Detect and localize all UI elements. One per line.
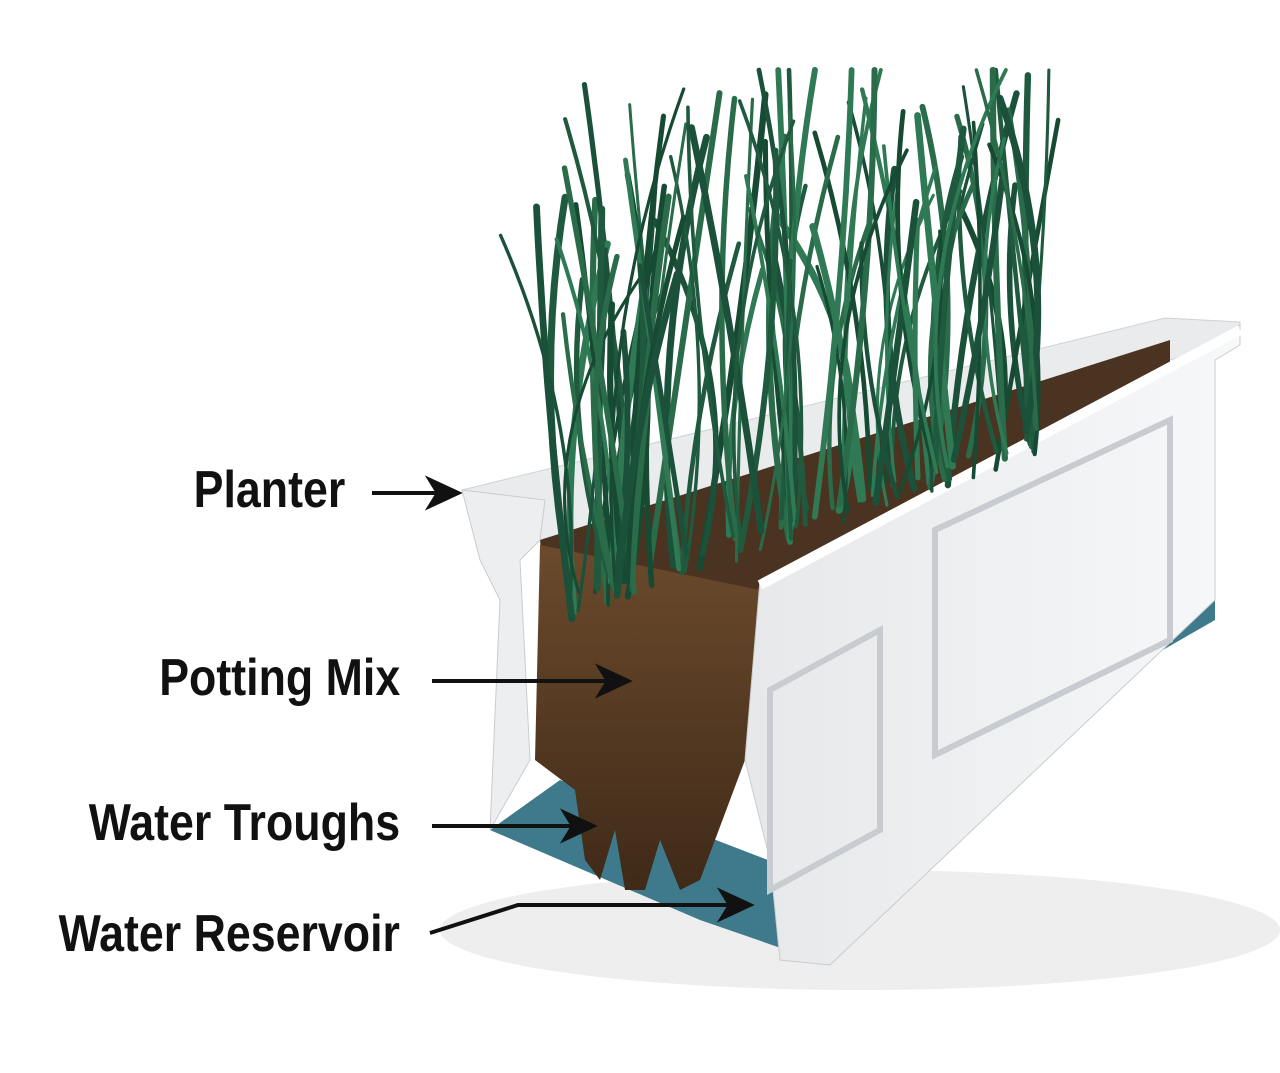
- grass-blade: [744, 174, 798, 527]
- arrows: [372, 475, 755, 935]
- front-panel-large: [932, 415, 1173, 760]
- grass-blade: [732, 119, 796, 545]
- left-wall-profile: [461, 489, 546, 831]
- grass-blade: [931, 125, 967, 472]
- front-panel-small: [767, 624, 883, 896]
- water-troughs-arrowhead: [559, 808, 598, 844]
- grass-blade: [950, 175, 1006, 463]
- water-reservoir-arrow: [429, 903, 732, 935]
- grass-blade: [533, 203, 576, 623]
- grass-blade: [498, 233, 574, 607]
- grass-blade: [737, 99, 804, 529]
- grass-blade: [637, 263, 689, 557]
- water-reservoir-arrowhead: [716, 887, 755, 923]
- grass-blade: [971, 120, 982, 480]
- grass-blade: [837, 148, 909, 514]
- grass-blade: [784, 258, 793, 541]
- grass-blade: [859, 241, 900, 499]
- grass-blade: [974, 68, 1039, 431]
- grass-blade: [870, 165, 938, 497]
- grass-blade: [884, 177, 901, 483]
- grass-blade: [933, 68, 1008, 469]
- grass-blade: [669, 154, 701, 574]
- grass-blade: [836, 67, 878, 508]
- grass: [498, 66, 1061, 623]
- potting-mix: [535, 545, 760, 890]
- grass-blade: [719, 95, 739, 542]
- grass-blade: [688, 124, 765, 535]
- label-potting-mix: Potting Mix: [159, 649, 400, 707]
- grass-blade: [758, 109, 797, 552]
- label-water-reservoir: Water Reservoir: [58, 905, 400, 963]
- grass-blade: [914, 112, 956, 470]
- label-water-troughs: Water Troughs: [88, 794, 400, 852]
- grass-blade: [872, 198, 920, 506]
- planter-arrowhead: [424, 475, 463, 511]
- label-planter: Planter: [193, 461, 345, 519]
- grass-blade: [841, 96, 868, 503]
- grass-blade: [989, 66, 1008, 462]
- grass-blade: [663, 133, 710, 570]
- grass-blade: [737, 147, 780, 554]
- grass-blade: [686, 105, 735, 538]
- grass-blade: [609, 87, 686, 595]
- potting-mix-arrowhead: [594, 663, 633, 699]
- grass-blade: [592, 253, 620, 595]
- grass-blade: [613, 270, 681, 599]
- grass-blade: [652, 218, 719, 557]
- grass-blade: [647, 90, 723, 566]
- grass-blade: [811, 67, 855, 520]
- grass-blade: [563, 264, 651, 594]
